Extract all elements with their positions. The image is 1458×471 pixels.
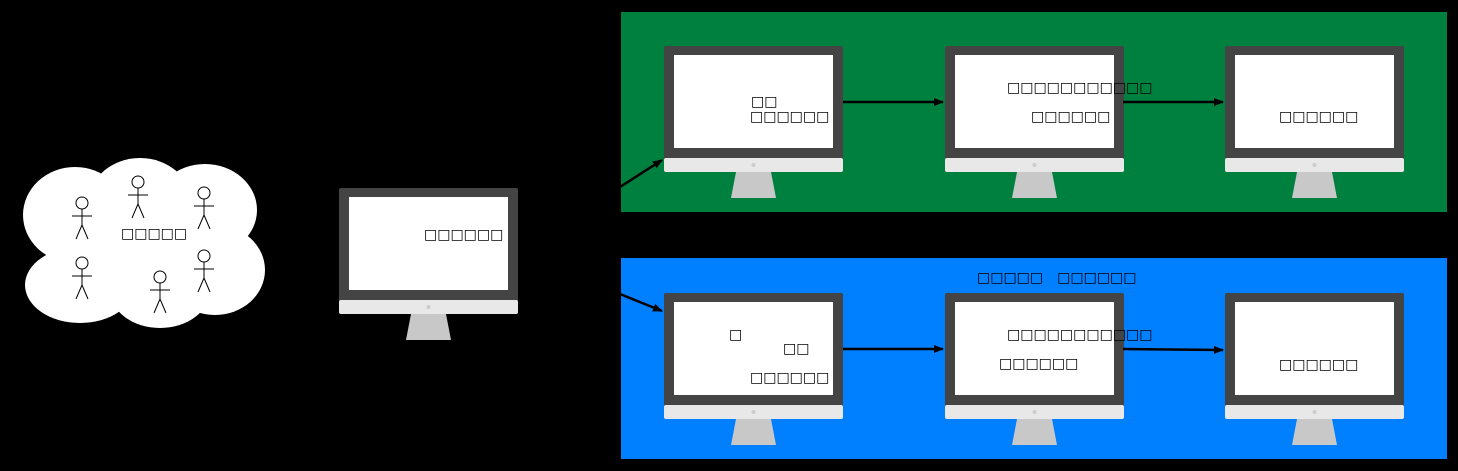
green-monitor-3-label: □□□□□□: [1279, 109, 1359, 125]
figure-body: [194, 262, 214, 293]
blue-monitor-2-line2: □□□□□□: [999, 356, 1079, 372]
green-monitor-1-line2: □□□□□□: [750, 109, 830, 125]
user-figure-icon: [194, 249, 214, 293]
monitor-screen: [1235, 55, 1394, 148]
monitor-screen: [955, 302, 1114, 395]
blue-monitor-2-line1: □□□□□□□□□□□: [1007, 327, 1153, 343]
figure-body: [72, 209, 92, 240]
figure-body: [128, 188, 148, 219]
blue-monitor-1-line2: □□□□□□: [750, 370, 830, 386]
center-monitor-label: □□□□□□: [424, 227, 504, 243]
monitor-stand: [1292, 172, 1337, 198]
monitor-stand: [1012, 419, 1057, 445]
figure-body: [150, 283, 170, 314]
cloud-lobe: [50, 185, 230, 305]
monitor-screen: [674, 302, 833, 395]
center-monitor: [339, 188, 518, 340]
figure-head: [153, 270, 167, 284]
flow-arrow: [619, 292, 663, 313]
figure-head: [75, 196, 89, 210]
user-figure-icon: [194, 186, 214, 230]
monitor-button: [751, 163, 756, 167]
green-monitor-1-line1: □□: [751, 94, 778, 110]
monitor-stand: [1292, 419, 1337, 445]
blue-panel-title: □□□□□ □□□□□□: [977, 270, 1137, 286]
monitor-stand: [731, 419, 776, 445]
monitor-stand: [406, 314, 451, 340]
blue-monitor-2: [945, 293, 1124, 445]
figure-body: [194, 199, 214, 230]
blue-monitor-1-line1: □□: [783, 341, 810, 357]
user-figure-icon: [72, 196, 92, 240]
monitor-button: [1032, 163, 1037, 167]
monitor-button: [1312, 163, 1317, 167]
monitor-stand: [731, 172, 776, 198]
green-monitor-2-line1: □□□□□□□□□□□: [1007, 80, 1153, 96]
flow-arrow: [1122, 345, 1224, 354]
flow-arrow: [619, 158, 663, 189]
user-figure-icon: [150, 270, 170, 314]
monitor-button: [426, 305, 431, 309]
user-figure-icon: [128, 175, 148, 219]
monitor-stand: [1012, 172, 1057, 198]
monitor-screen: [349, 197, 508, 290]
monitor-button: [1032, 410, 1037, 414]
user-figure-icon: [72, 256, 92, 300]
green-monitor-3: [1225, 46, 1404, 198]
cloud-label: □□□□□: [121, 226, 188, 242]
blue-monitor-3-label: □□□□□□: [1279, 357, 1359, 373]
figure-head: [197, 186, 211, 200]
monitor-screen: [1235, 302, 1394, 395]
blue-monitor-3: [1225, 293, 1404, 445]
figure-head: [75, 256, 89, 270]
monitor-button: [1312, 410, 1317, 414]
figure-head: [197, 249, 211, 263]
blue-monitor-1: [664, 293, 843, 445]
green-monitor-1: [664, 46, 843, 198]
monitor-screen: [955, 55, 1114, 148]
monitor-screen: [674, 55, 833, 148]
blue-monitor-1-line0: □: [729, 327, 743, 343]
monitor-button: [751, 410, 756, 414]
figure-body: [72, 269, 92, 300]
green-monitor-2: [945, 46, 1124, 198]
figure-head: [131, 175, 145, 189]
green-monitor-2-line2: □□□□□□: [1031, 109, 1111, 125]
